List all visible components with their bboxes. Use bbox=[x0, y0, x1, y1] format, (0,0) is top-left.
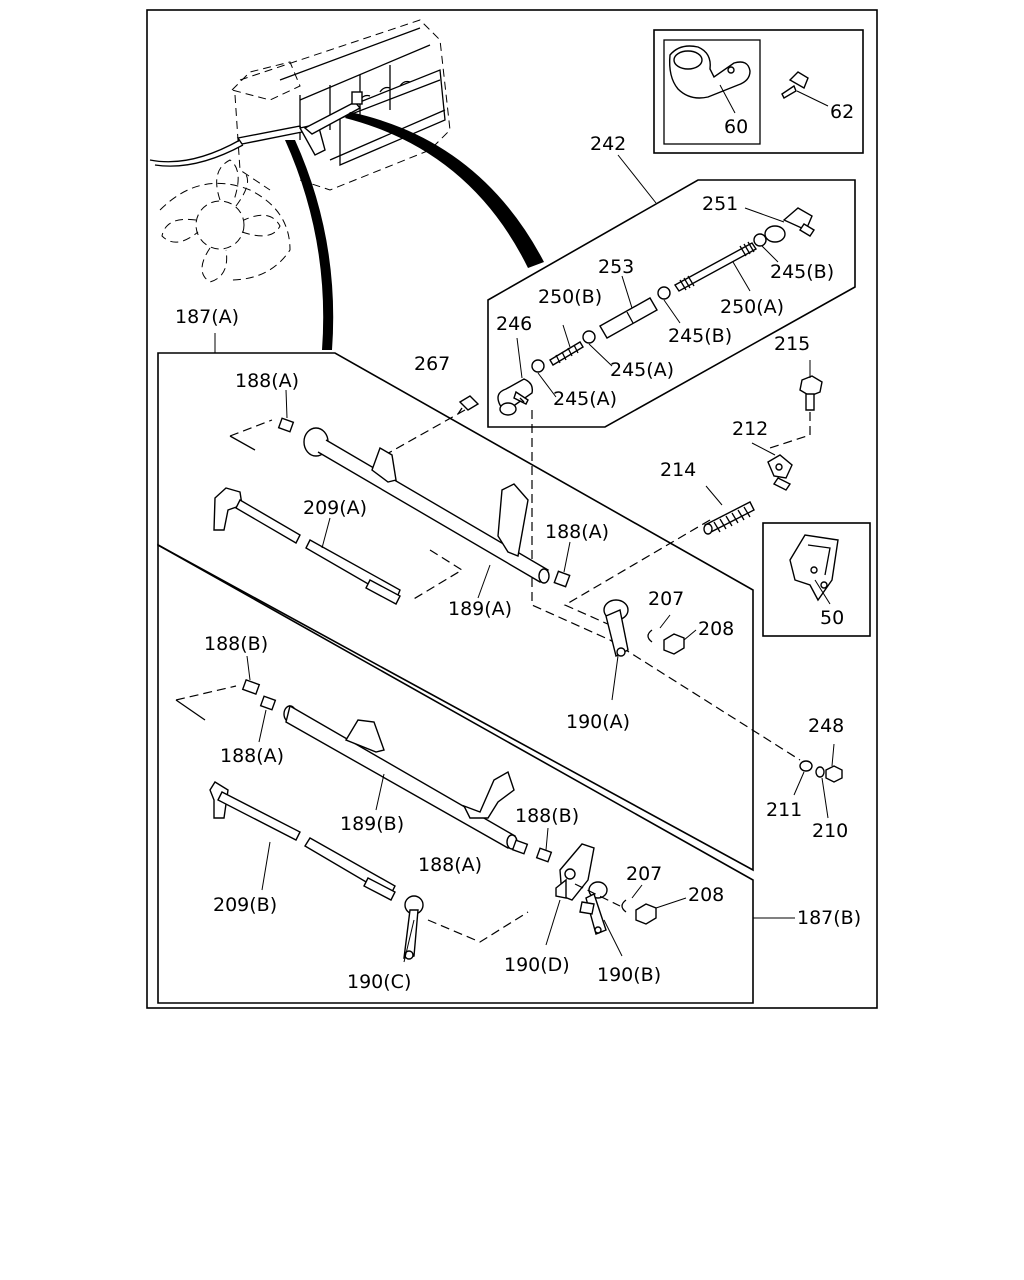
shaft-189A-icon bbox=[303, 427, 550, 584]
label-190C: 190(C) bbox=[347, 971, 411, 993]
label-60: 60 bbox=[724, 116, 748, 138]
fan-icon bbox=[159, 159, 291, 283]
rod-209B-icon bbox=[209, 781, 396, 901]
connector-sweep-right bbox=[345, 112, 544, 268]
label-212: 212 bbox=[732, 418, 768, 440]
lever-190D-icon bbox=[555, 843, 595, 901]
rod-end-icon bbox=[497, 378, 534, 416]
bracket-icon bbox=[789, 534, 839, 602]
label-189A: 189(A) bbox=[448, 598, 512, 620]
bolt-267-icon bbox=[457, 395, 480, 415]
bolt-215-icon bbox=[799, 375, 823, 411]
shaft-189B-icon bbox=[283, 704, 518, 850]
region-187B-outline bbox=[157, 543, 754, 1004]
label-250B: 250(B) bbox=[538, 286, 602, 308]
bracket-212-icon bbox=[767, 454, 793, 491]
bolt-icon bbox=[781, 71, 809, 99]
rod-assembly-box-242 bbox=[487, 154, 856, 428]
hardware-248-211-210 bbox=[793, 743, 843, 819]
label-208-1: 208 bbox=[698, 618, 734, 640]
ball-joint-icon bbox=[764, 207, 815, 243]
label-215: 215 bbox=[774, 333, 810, 355]
label-267: 267 bbox=[414, 353, 450, 375]
label-245A-2: 245(A) bbox=[553, 388, 617, 410]
label-187A: 187(A) bbox=[175, 306, 239, 328]
label-209B: 209(B) bbox=[213, 894, 277, 916]
label-251: 251 bbox=[702, 193, 738, 215]
label-50: 50 bbox=[820, 607, 844, 629]
label-245A-1: 245(A) bbox=[610, 359, 674, 381]
label-188A-4: 188(A) bbox=[418, 854, 482, 876]
short-rod-icon bbox=[549, 341, 584, 366]
label-214: 214 bbox=[660, 459, 696, 481]
outer-frame bbox=[146, 9, 878, 1009]
region-187B-parts bbox=[175, 655, 687, 963]
threaded-rod-icon bbox=[673, 241, 758, 292]
label-187B: 187(B) bbox=[797, 907, 861, 929]
label-189B: 189(B) bbox=[340, 813, 404, 835]
lever-190A-icon bbox=[603, 599, 629, 658]
inset-box-60-62 bbox=[653, 29, 864, 154]
spring-icon bbox=[703, 501, 755, 535]
label-208-2: 208 bbox=[688, 884, 724, 906]
clamp-icon bbox=[668, 45, 751, 99]
engine-sketch bbox=[149, 19, 451, 283]
label-245B-2: 245(B) bbox=[668, 325, 732, 347]
label-253: 253 bbox=[598, 256, 634, 278]
label-245B-1: 245(B) bbox=[770, 261, 834, 283]
label-188A-2: 188(A) bbox=[545, 521, 609, 543]
label-250A: 250(A) bbox=[720, 296, 784, 318]
label-190D: 190(D) bbox=[504, 954, 570, 976]
label-188B-1: 188(B) bbox=[204, 633, 268, 655]
label-211: 211 bbox=[766, 799, 802, 821]
label-210: 210 bbox=[812, 820, 848, 842]
label-207-2: 207 bbox=[626, 863, 662, 885]
label-246: 246 bbox=[496, 313, 532, 335]
label-188B-2: 188(B) bbox=[515, 805, 579, 827]
inset-box-50 bbox=[762, 522, 871, 637]
label-190A: 190(A) bbox=[566, 711, 630, 733]
lever-190B-icon bbox=[579, 881, 608, 935]
label-62: 62 bbox=[830, 101, 854, 123]
label-207-1: 207 bbox=[648, 588, 684, 610]
rod-209A-icon bbox=[213, 487, 401, 605]
label-248: 248 bbox=[808, 715, 844, 737]
label-190B: 190(B) bbox=[597, 964, 661, 986]
label-188A-3: 188(A) bbox=[220, 745, 284, 767]
region-187A-parts bbox=[213, 360, 823, 701]
label-242: 242 bbox=[590, 133, 626, 155]
connector-sweep-left bbox=[285, 140, 334, 350]
label-209A: 209(A) bbox=[303, 497, 367, 519]
label-188A-1: 188(A) bbox=[235, 370, 299, 392]
